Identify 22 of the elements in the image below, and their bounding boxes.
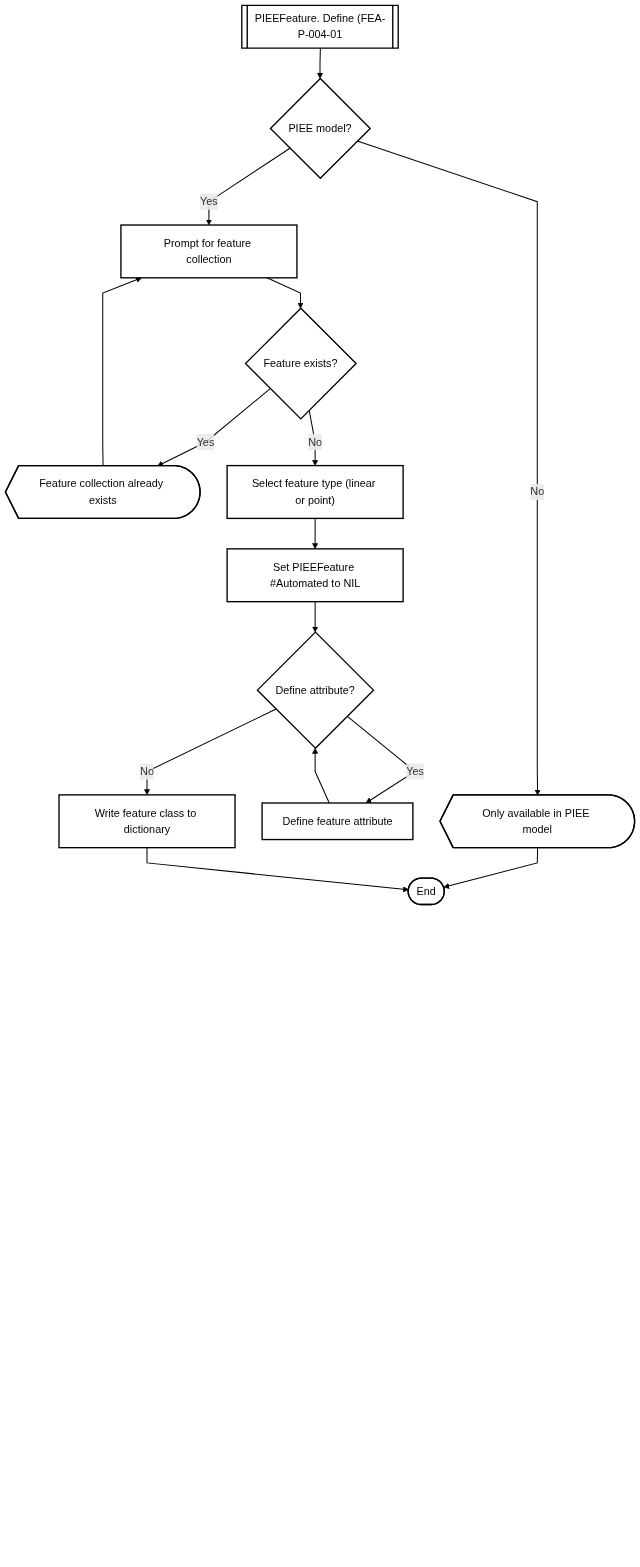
edge-label: Yes xyxy=(196,436,215,448)
node-diamond: Define attribute? xyxy=(256,631,375,750)
arrow xyxy=(312,517,319,550)
arrow xyxy=(144,708,277,796)
node-diamond: PIEE model? xyxy=(269,77,372,180)
arrow xyxy=(443,847,539,889)
node-box: Set PIEEFeature #Automated to NIL xyxy=(226,548,404,603)
arrow xyxy=(312,601,319,633)
edge-label: No xyxy=(530,485,545,498)
edge-label: Yes xyxy=(406,765,424,777)
node-box: Prompt for feature collection xyxy=(120,224,298,279)
node-box: Write feature class to dictionary xyxy=(58,794,236,849)
arrow xyxy=(266,277,304,309)
edge-label: No xyxy=(140,765,154,777)
node-box: Define feature attribute xyxy=(261,802,414,841)
arrow xyxy=(146,847,409,893)
node-diamond: Feature exists? xyxy=(244,307,358,420)
arrow xyxy=(205,147,291,226)
arrow xyxy=(312,747,330,804)
edge-label: Yes xyxy=(200,195,218,208)
node-box: Select feature type (linear or point) xyxy=(226,464,404,520)
edge-label: No xyxy=(308,436,323,448)
